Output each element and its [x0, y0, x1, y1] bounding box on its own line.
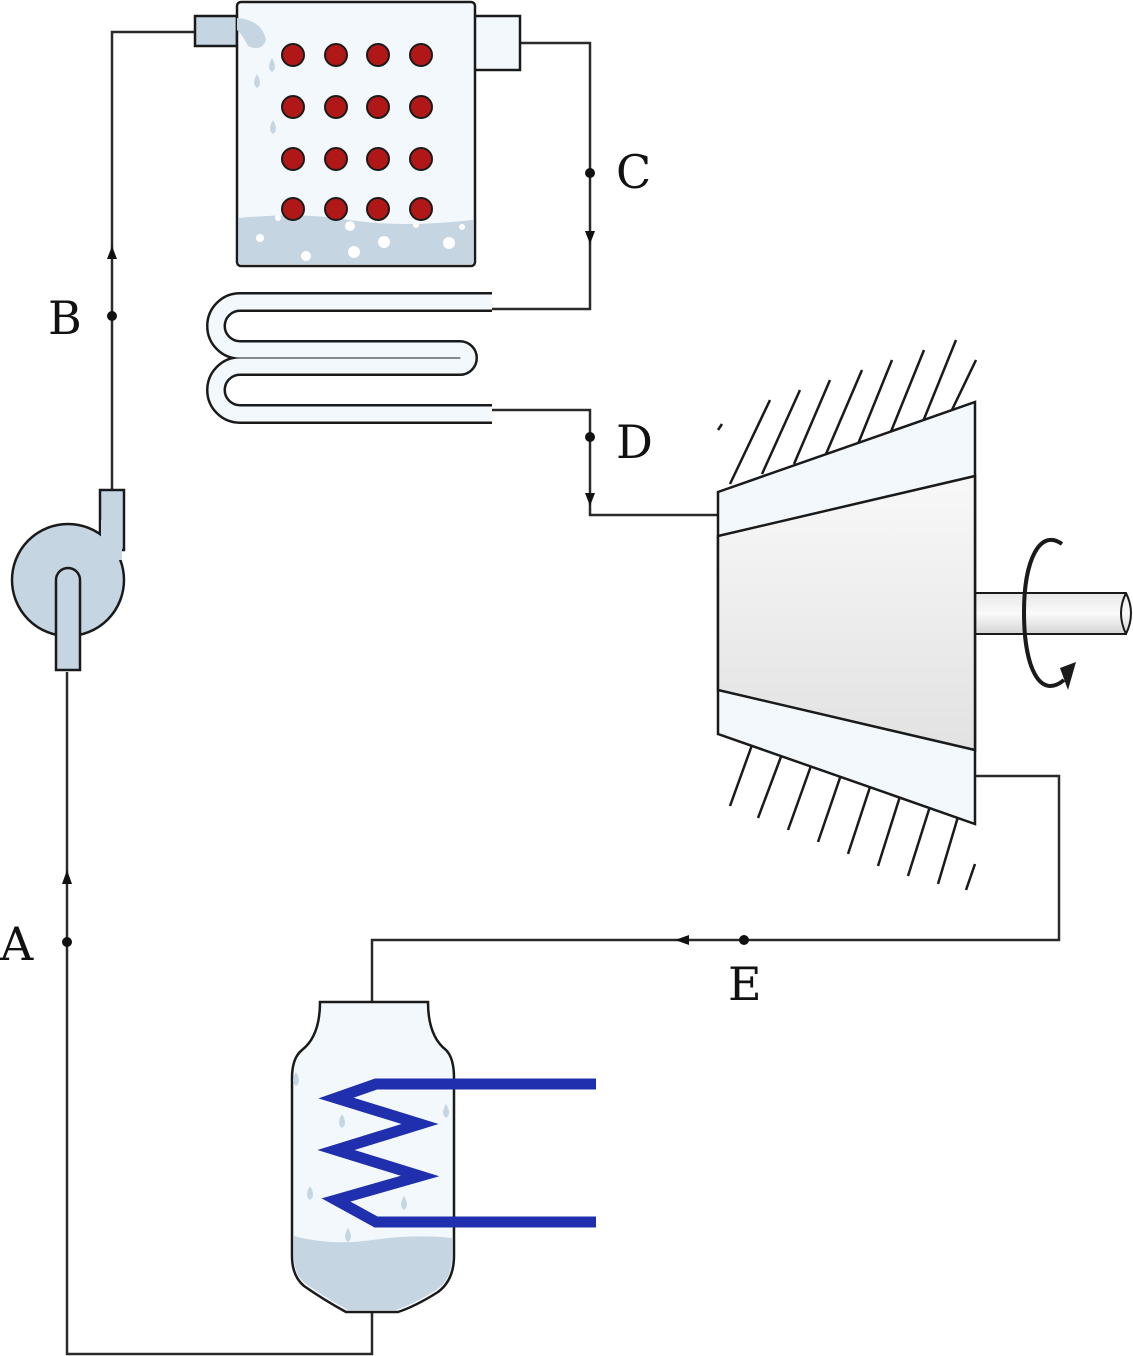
- point-label-e: E: [728, 957, 762, 1011]
- point-label-d: D: [616, 415, 653, 469]
- condenser: [290, 1000, 596, 1314]
- pipe-network: [65, 30, 1061, 1356]
- point-marker-b: [107, 311, 117, 321]
- point-label-b: B: [48, 291, 82, 345]
- boiler: [193, 0, 522, 268]
- point-marker-d: [585, 432, 595, 442]
- boiler-bubbles: [256, 215, 465, 261]
- boiler-droplets: [254, 58, 276, 134]
- boiler-heating-tubes: [281, 43, 433, 221]
- pipe-boiler-to-superheater: [492, 41, 592, 311]
- boiler-inflow-stream: [237, 18, 266, 48]
- flow-arrow-down-d: [585, 493, 595, 506]
- cooling-coil: [317, 1078, 596, 1228]
- superheater-coil: [206, 292, 492, 424]
- boiler-outlet-stub: [472, 14, 522, 72]
- turbine-housing-hatch-top: [716, 339, 978, 485]
- flow-arrows: [62, 231, 689, 945]
- flow-arrow-up-b: [107, 246, 117, 259]
- rotation-arrow-icon: [1021, 537, 1066, 688]
- boiler-inlet-stub: [193, 14, 239, 48]
- condenser-water: [294, 1236, 452, 1310]
- point-marker-e: [739, 935, 749, 945]
- pipe-superheater-to-turbine: [492, 408, 718, 517]
- point-label-a: A: [0, 917, 34, 971]
- turbine-rotor: [716, 474, 977, 752]
- pipe-turbine-to-condenser: [370, 774, 1061, 1002]
- pipe-pump-to-boiler: [110, 30, 195, 490]
- pump: [10, 488, 126, 672]
- state-point-labels: A B C D E: [0, 145, 762, 1011]
- condenser-droplets: [293, 1072, 449, 1242]
- point-marker-c: [585, 168, 595, 178]
- flow-arrow-up-a: [62, 870, 72, 884]
- turbine-housing-hatch-bottom: [728, 744, 977, 891]
- flow-arrow-down-c: [585, 231, 595, 244]
- flow-arrow-left-e: [675, 935, 689, 945]
- turbine: [716, 339, 1132, 891]
- state-point-markers: [62, 168, 749, 947]
- turbine-shaft: [974, 592, 1132, 635]
- pipe-condenser-to-pump: [65, 672, 374, 1356]
- point-label-c: C: [616, 145, 651, 199]
- point-marker-a: [62, 937, 72, 947]
- pump-inlet: [54, 566, 82, 672]
- superheater: [206, 292, 492, 424]
